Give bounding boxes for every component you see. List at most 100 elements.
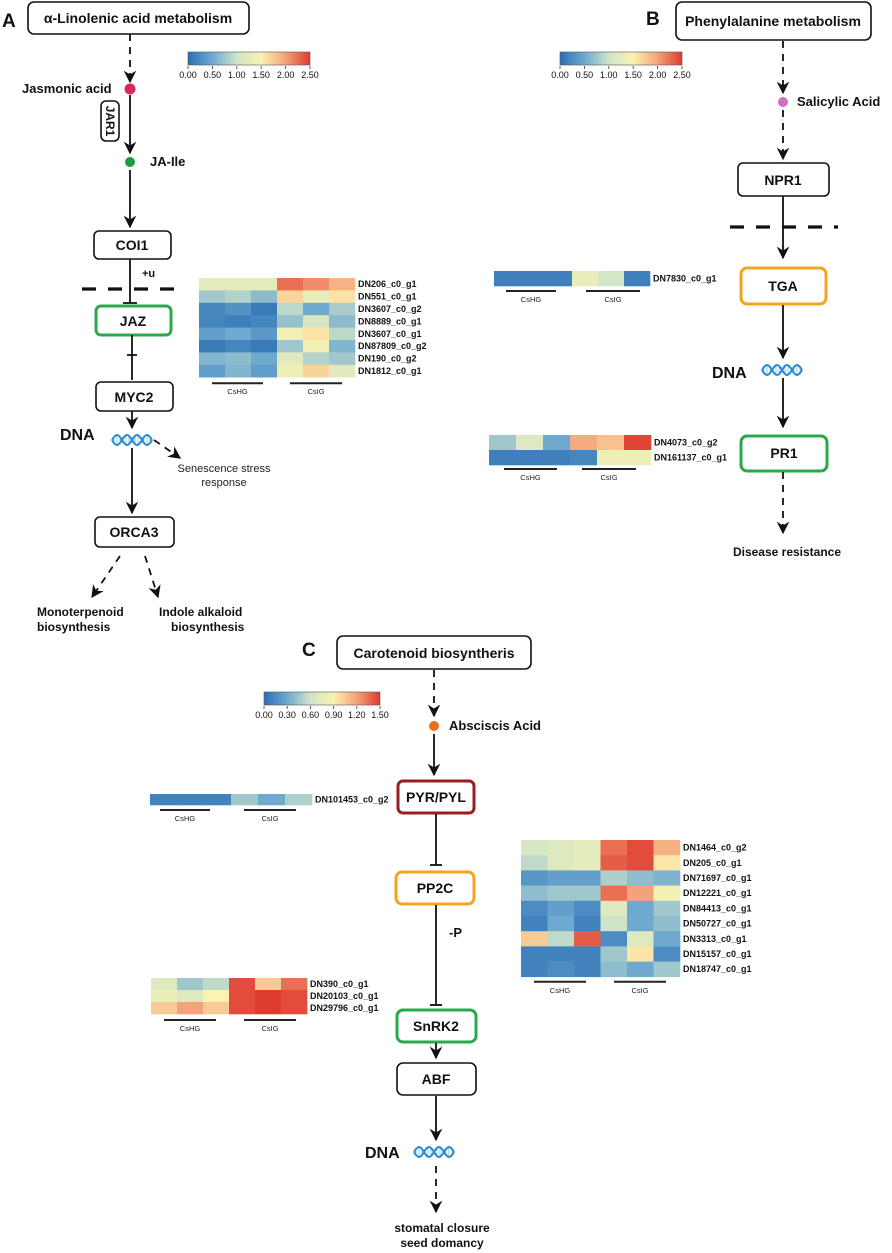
heatmap-cell — [251, 278, 278, 291]
heatmap-cell — [251, 327, 278, 341]
coi1-box — [93, 230, 172, 260]
gene-label: DN3313_c0_g1 — [683, 934, 747, 944]
heatmap-cell — [281, 1002, 308, 1015]
gene-label: DN50727_c0_g1 — [683, 919, 752, 929]
pyr-pyl-label: PYR/PYL — [406, 789, 466, 805]
heatmap-cell — [521, 900, 548, 917]
heatmap-cell — [199, 340, 226, 353]
heatmap-cell — [151, 1002, 178, 1015]
dna-label-a: DNA — [60, 427, 95, 444]
pyr-pyl-box — [396, 779, 476, 815]
pathway-title-a: α-Linolenic acid metabolism — [44, 10, 232, 26]
gene-label: DN4073_c0_g2 — [654, 438, 718, 448]
heatmap-cell — [653, 946, 681, 962]
tga-label: TGA — [768, 278, 798, 294]
dna-strand — [761, 363, 803, 377]
gene-label: DN20103_c0_g1 — [310, 991, 379, 1001]
heatmap-cell — [177, 990, 204, 1003]
heatmap-cell — [574, 870, 601, 886]
colorbar-tick-label: 0.30 — [278, 710, 296, 720]
arrow-a-orca3-to-monoterpenoid — [91, 555, 121, 599]
heatmap-cell — [521, 885, 548, 902]
monoterpenoid-line-2: biosynthesis — [37, 620, 111, 634]
heatmap-cell — [329, 315, 356, 328]
heatmap-cell — [177, 794, 205, 806]
heatmap-cell — [277, 302, 304, 316]
group-label-csig: CsIG — [600, 473, 617, 482]
heatmap-cell — [600, 900, 628, 917]
gene-label: DN390_c0_g1 — [310, 979, 369, 989]
heatmap-cell — [574, 931, 601, 947]
heatmap-cell — [277, 327, 304, 341]
heatmap-cell — [600, 931, 628, 947]
colorbar-tick-label: 0.00 — [255, 710, 273, 720]
heatmap-cell — [204, 794, 232, 806]
heatmap-cell — [516, 435, 544, 451]
heatmap-cell — [303, 290, 330, 304]
orca3-label: ORCA3 — [109, 524, 158, 540]
heatmap-cell — [521, 870, 548, 886]
heatmap-cell — [177, 978, 204, 991]
colorbar-tick-label: 0.90 — [325, 710, 343, 720]
heatmap-cell — [521, 840, 548, 856]
heatmap-cell — [516, 450, 544, 466]
heatmap-cell — [229, 978, 256, 991]
heatmap-cell — [489, 450, 517, 466]
heatmap-cell — [547, 916, 575, 932]
heatmap-cell — [203, 990, 230, 1003]
pathway-title-box-a — [27, 1, 250, 35]
heatmap-cell — [199, 352, 226, 366]
heatmap-cell — [574, 916, 601, 932]
heatmap-cell — [653, 916, 681, 932]
heatmap-cell — [521, 855, 548, 871]
heatmap-cell — [303, 327, 330, 341]
heatmap-cell — [329, 340, 356, 353]
group-label-cshg: CsHG — [550, 986, 571, 995]
heatmap-cell — [225, 364, 252, 378]
indole-alkaloid-line-2: biosynthesis — [171, 620, 245, 634]
heatmap-cell — [547, 900, 575, 917]
gene-label: DN29796_c0_g1 — [310, 1003, 379, 1013]
heatmap-cell — [543, 435, 571, 451]
heatmap-cell — [203, 1002, 230, 1015]
heatmap-cell — [229, 990, 256, 1003]
heatmap-c-pp2c: DN1464_c0_g2DN205_c0_g1DN71697_c0_g1DN12… — [521, 840, 752, 995]
heatmap-cell — [521, 961, 548, 978]
heatmap-cell — [277, 315, 304, 328]
monoterpenoid-line-1: Monoterpenoid — [37, 605, 124, 619]
heatmap-cell — [653, 885, 681, 902]
heatmap-cell — [303, 315, 330, 328]
heatmap-a: DN206_c0_g1DN551_c0_g1DN3607_c0_g2DN8889… — [199, 278, 427, 396]
heatmap-cell — [624, 435, 652, 451]
group-label-cshg: CsHG — [227, 387, 248, 396]
jaz-box — [94, 304, 173, 337]
heatmap-cell — [225, 290, 252, 304]
dna-helix-icon — [413, 1145, 455, 1159]
abf-label: ABF — [422, 1071, 451, 1087]
gene-label: DN12221_c0_g1 — [683, 888, 752, 898]
phospho-label: -P — [449, 925, 462, 940]
heatmap-cell — [329, 290, 356, 304]
heatmap-cell — [574, 840, 601, 856]
heatmap-cell — [627, 961, 654, 978]
heatmap-cell — [574, 946, 601, 962]
salicylic-acid-label: Salicylic Acid — [797, 94, 880, 109]
heatmap-cell — [329, 364, 356, 378]
heatmap-cell — [199, 302, 226, 316]
colorbar-tick-label: 1.20 — [348, 710, 366, 720]
jar1-enzyme-box — [100, 100, 120, 142]
pp2c-label: PP2C — [417, 880, 454, 896]
heatmap-cell — [547, 946, 575, 962]
gene-label: DN71697_c0_g1 — [683, 873, 752, 883]
heatmap-cell — [600, 916, 628, 932]
colorbar-tick-label: 2.50 — [673, 70, 691, 80]
npr1-label: NPR1 — [764, 172, 802, 188]
heatmap-cell — [600, 885, 628, 902]
gene-label: DN87809_c0_g2 — [358, 341, 427, 351]
heatmap-cell — [277, 278, 304, 291]
heatmap-cell — [521, 916, 548, 932]
heatmap-cell — [547, 855, 575, 871]
pr1-label: PR1 — [770, 445, 797, 461]
